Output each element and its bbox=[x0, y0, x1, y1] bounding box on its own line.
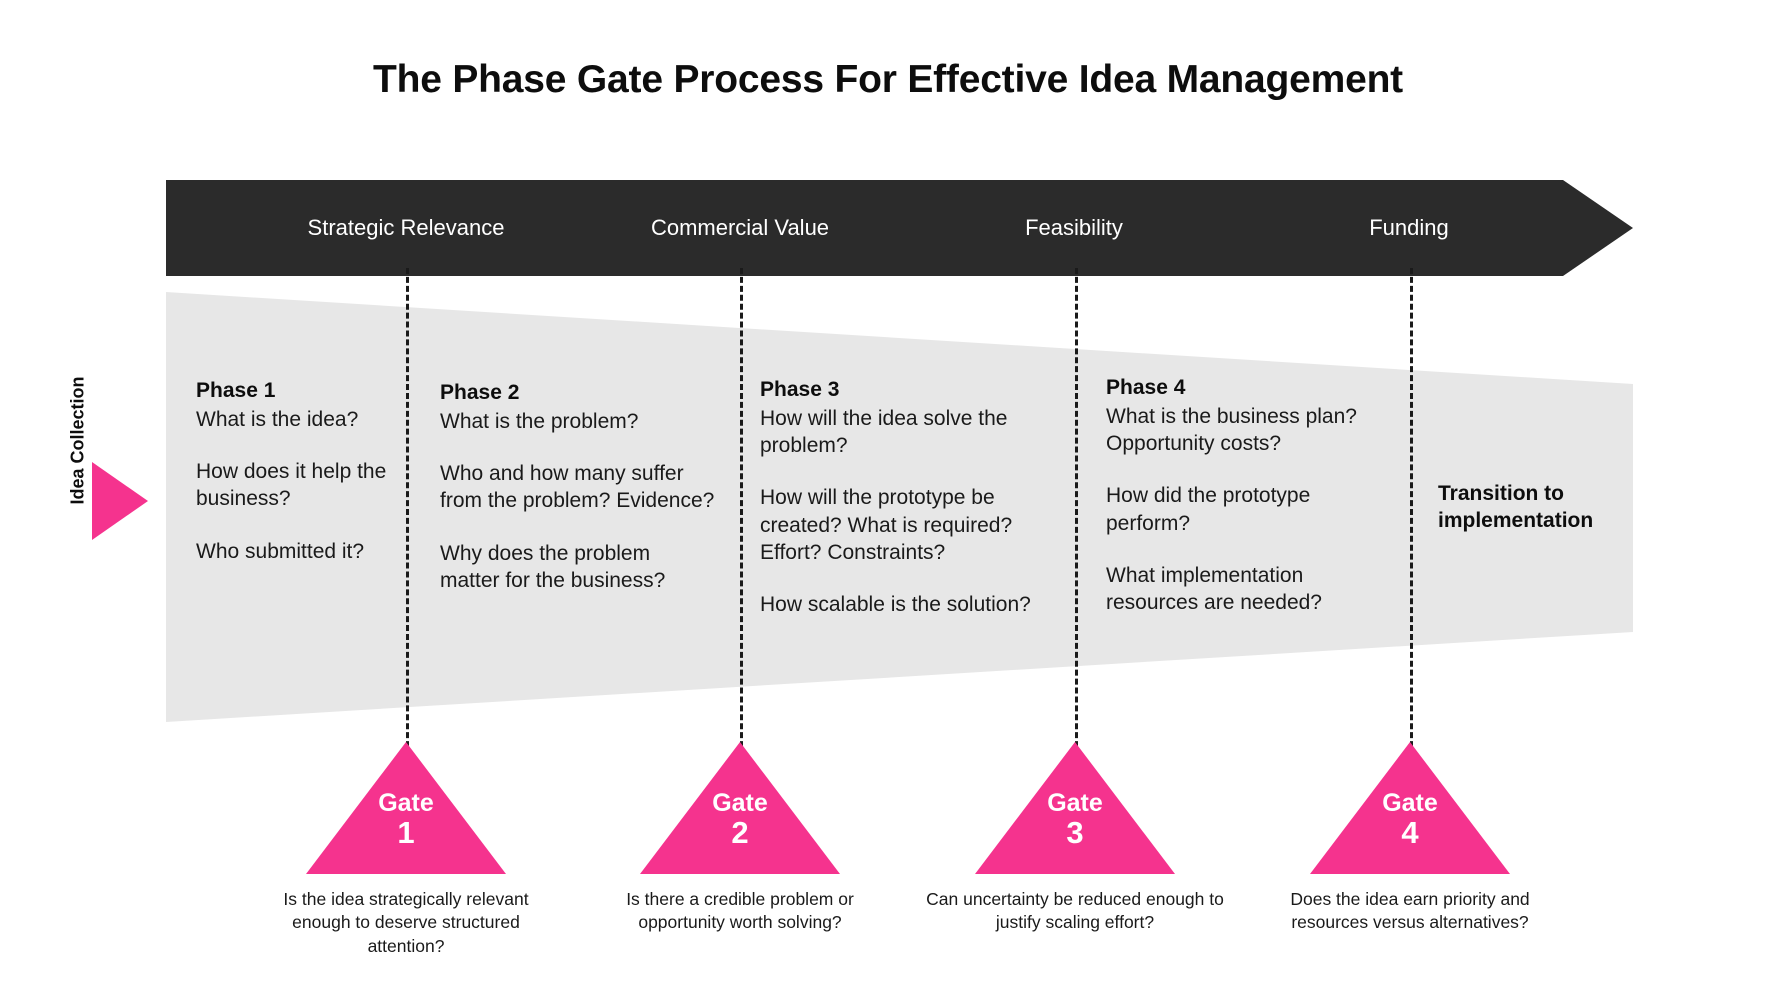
phase-4-paragraph-3: What implementation resources are needed… bbox=[1106, 564, 1322, 615]
gate-4-caption: Does the idea earn priority and resource… bbox=[1290, 889, 1530, 933]
phase-3-paragraph-1: How will the idea solve the problem? bbox=[760, 406, 1008, 458]
gate-3-triangle-icon: Gate 3 bbox=[975, 742, 1175, 874]
phase-title-2: Phase 2 bbox=[440, 381, 520, 404]
criteria-arrow-bar bbox=[166, 180, 1633, 276]
divider-gate-2 bbox=[740, 268, 743, 756]
divider-gate-3 bbox=[1075, 268, 1078, 756]
transition-to-implementation-note: Transition to implementation bbox=[1438, 482, 1594, 533]
phase-2-paragraph-1: What is the problem? bbox=[440, 409, 639, 433]
divider-gate-4 bbox=[1410, 268, 1413, 756]
phase-column-2: Phase 2 What is the problem? Who and how… bbox=[440, 380, 715, 594]
gate-2[interactable]: Gate 2 Is there a credible problem or op… bbox=[626, 742, 854, 932]
gate-4[interactable]: Gate 4 Does the idea earn priority and r… bbox=[1290, 742, 1530, 932]
gate-3[interactable]: Gate 3 Can uncertainty be reduced enough… bbox=[926, 742, 1224, 932]
phase-title-3: Phase 3 bbox=[760, 378, 840, 401]
phase-title-1: Phase 1 bbox=[196, 379, 276, 402]
page-title: The Phase Gate Process For Effective Ide… bbox=[373, 58, 1403, 101]
gate-1-caption: Is the idea strategically relevant enoug… bbox=[283, 889, 529, 956]
phase-3-paragraph-2: How will the prototype be created? What … bbox=[760, 486, 1013, 565]
phase-1-paragraph-3: Who submitted it? bbox=[196, 539, 365, 563]
gate-2-caption: Is there a credible problem or opportuni… bbox=[626, 889, 854, 933]
idea-collection-label: Idea Collection bbox=[67, 376, 88, 505]
phase-column-3: Phase 3 How will the idea solve the prob… bbox=[760, 377, 1035, 619]
phase-3-paragraph-3: How scalable is the solution? bbox=[760, 593, 1031, 617]
phase-4-paragraph-1: What is the business plan? Opportunity c… bbox=[1106, 404, 1357, 456]
gate-3-caption: Can uncertainty be reduced enough to jus… bbox=[926, 889, 1224, 933]
triangle-right-icon bbox=[92, 462, 148, 545]
phase-title-4: Phase 4 bbox=[1106, 376, 1186, 399]
phase-column-1: Phase 1 What is the idea? How does it he… bbox=[196, 378, 391, 565]
phase-2-paragraph-3: Why does the problem matter for the busi… bbox=[440, 541, 666, 593]
criteria-label-funding: Funding bbox=[1369, 215, 1449, 240]
gate-4-triangle-icon: Gate 4 bbox=[1310, 742, 1510, 874]
phase-column-4: Phase 4 What is the business plan? Oppor… bbox=[1106, 375, 1366, 617]
phase-4-paragraph-2: How did the prototype perform? bbox=[1106, 484, 1311, 535]
gate-2-triangle-icon: Gate 2 bbox=[640, 742, 840, 874]
criteria-label-strategic-relevance: Strategic Relevance bbox=[307, 215, 505, 240]
phase-1-paragraph-2: How does it help the business? bbox=[196, 460, 387, 511]
criteria-label-commercial-value: Commercial Value bbox=[650, 215, 830, 240]
phase-2-paragraph-2: Who and how many suffer from the problem… bbox=[440, 462, 715, 513]
criteria-label-row: Strategic Relevance Commercial Value Fea… bbox=[166, 180, 1633, 276]
criteria-label-feasibility: Feasibility bbox=[1025, 215, 1123, 240]
divider-gate-1 bbox=[406, 268, 409, 756]
gate-1[interactable]: Gate 1 Is the idea strategically relevan… bbox=[283, 742, 529, 956]
phase-1-paragraph-1: What is the idea? bbox=[196, 407, 359, 431]
phase-funnel-shape bbox=[166, 292, 1633, 722]
gate-1-triangle-icon: Gate 1 bbox=[306, 742, 506, 874]
